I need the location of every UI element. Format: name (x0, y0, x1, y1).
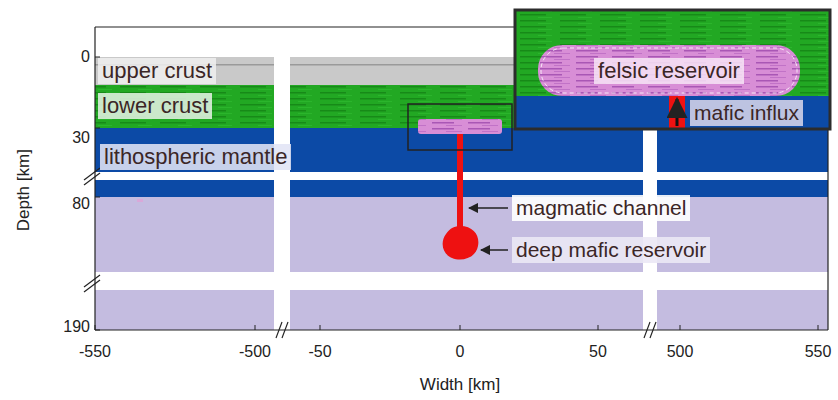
axis-tick: -500 (239, 342, 271, 361)
reservoir-shape: felsic reservoir (538, 45, 800, 96)
callout-label: deep mafic reservoir (512, 237, 710, 262)
axis-tick: -50 (308, 342, 331, 361)
axis-tick: 500 (667, 342, 694, 361)
layer-label: lower crust (98, 93, 212, 119)
axis-tick: 0 (81, 47, 90, 66)
layer-label: lithospheric mantle (100, 144, 291, 170)
axis-tick: 190 (63, 317, 90, 336)
axis-tick: 30 (72, 128, 90, 147)
axis-title: Width [km] (420, 375, 500, 395)
layer-label: upper crust (98, 58, 216, 84)
callout-label: magmatic channel (512, 195, 690, 220)
axis-tick: 0 (456, 342, 465, 361)
callout-label: mafic influx (690, 100, 803, 125)
axis-tick: 550 (805, 342, 832, 361)
axis-title: Depth [km] (14, 149, 34, 231)
layer-label: felsic reservoir (594, 58, 744, 84)
layer-band: lithospheric mantle (95, 128, 828, 172)
axis-tick: 50 (589, 342, 607, 361)
axis-tick: -550 (79, 342, 111, 361)
axis-tick: 80 (72, 194, 90, 213)
